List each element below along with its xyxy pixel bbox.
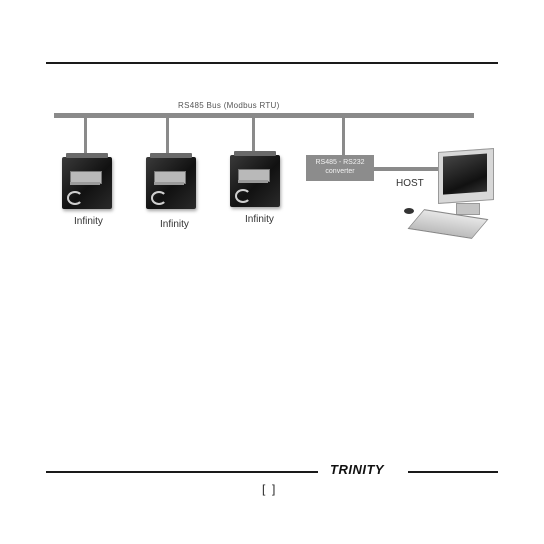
meter-3-drop xyxy=(252,118,255,155)
mouse-icon xyxy=(404,208,414,214)
host-connection-line xyxy=(374,167,440,171)
host-label: HOST xyxy=(396,178,424,189)
brand-logo: TRINITY xyxy=(330,462,384,477)
rs485-bus-line xyxy=(54,113,474,118)
rs485-rs232-converter: RS485 - RS232 converter xyxy=(306,155,374,181)
bus-label: RS485 Bus (Modbus RTU) xyxy=(178,101,280,110)
footer-rule-right xyxy=(408,471,498,473)
converter-label-line1: RS485 - RS232 xyxy=(306,158,374,167)
meter-logo-icon xyxy=(235,189,251,203)
monitor-icon xyxy=(438,148,494,204)
footer-rule-left xyxy=(46,471,318,473)
converter-label-line2: converter xyxy=(306,167,374,176)
meter-logo-icon xyxy=(67,191,83,205)
meter-2-label: Infinity xyxy=(160,219,189,230)
monitor-stand xyxy=(456,203,480,215)
converter-drop xyxy=(342,118,345,155)
page-number: [ ] xyxy=(262,482,275,496)
meter-1 xyxy=(62,157,112,209)
meter-2-drop xyxy=(166,118,169,155)
meter-logo-icon xyxy=(151,191,167,205)
header-rule xyxy=(46,62,498,64)
meter-3-label: Infinity xyxy=(245,214,274,225)
meter-1-drop xyxy=(84,118,87,155)
meter-1-label: Infinity xyxy=(74,216,103,227)
meter-3 xyxy=(230,155,280,207)
meter-2 xyxy=(146,157,196,209)
